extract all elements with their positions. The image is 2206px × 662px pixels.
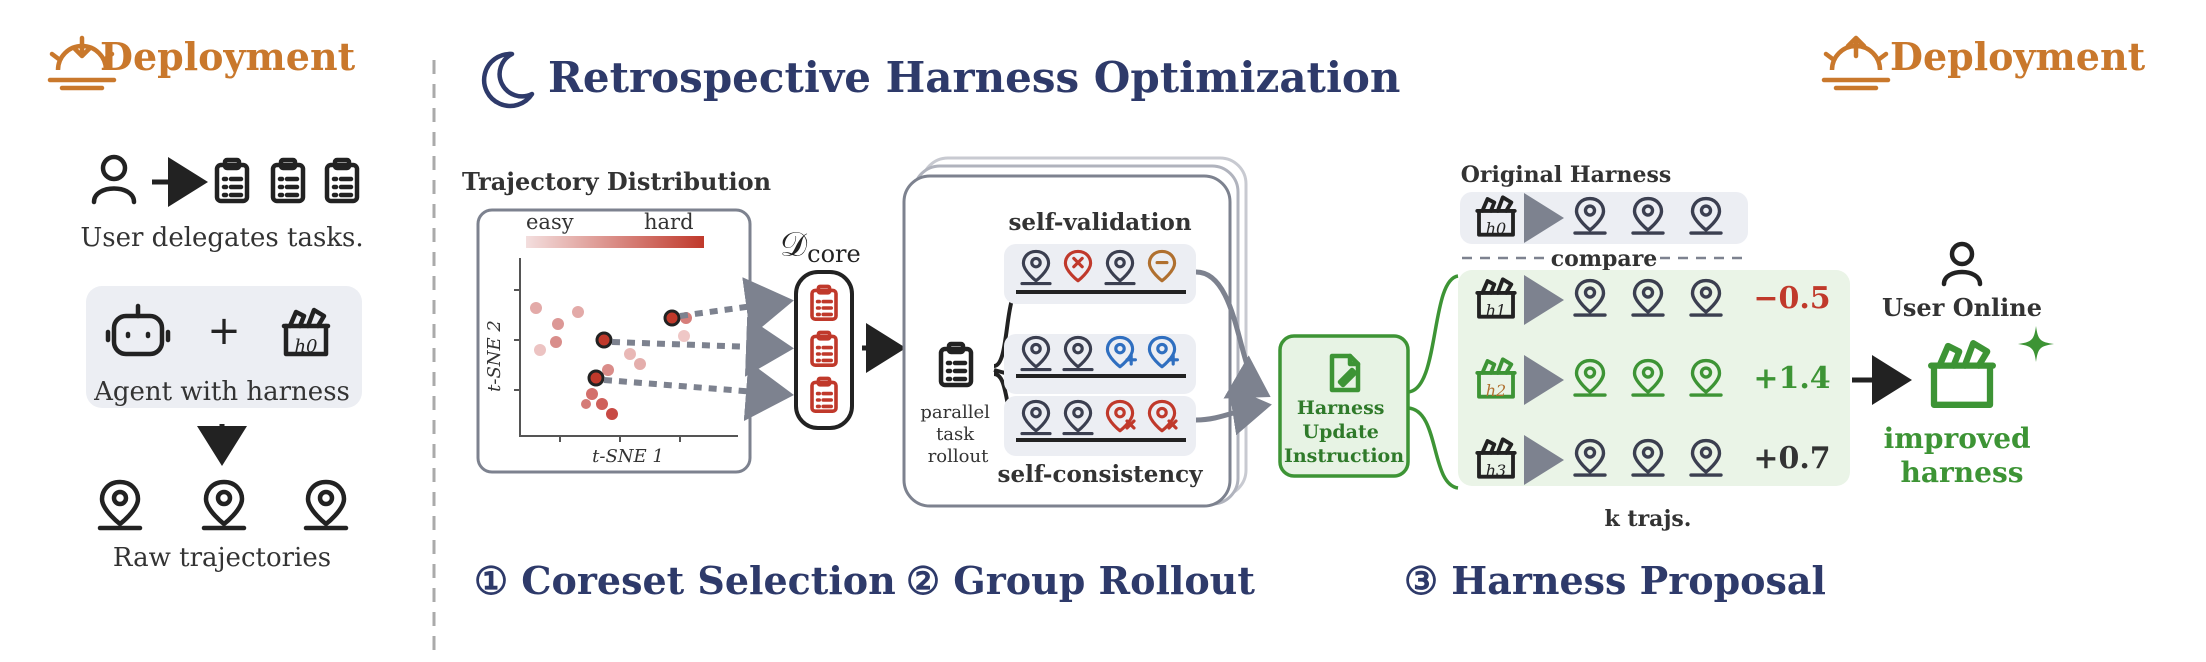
pin-fail-icon <box>1063 249 1093 283</box>
self-validation-label: self-validation <box>1008 209 1191 236</box>
harness-h3-label: h3 <box>1486 461 1506 480</box>
point-hard <box>606 408 618 420</box>
update-instruction-label: Harness Update Instruction <box>1284 397 1404 467</box>
harness-label: h0 <box>294 336 317 357</box>
document-edit-icon <box>1329 353 1361 393</box>
user-online-label: User Online <box>1882 293 2042 322</box>
coreset-point <box>587 369 605 387</box>
dcore-label: 𝒟core <box>780 225 861 268</box>
deployment-right-title: Deployment <box>1890 34 2146 79</box>
scatter-points <box>530 302 692 420</box>
coreset-point <box>595 331 613 349</box>
update-instruction-box <box>1278 334 1410 478</box>
deployment-left-title: Deployment <box>100 34 356 79</box>
point-easy <box>678 330 690 342</box>
parallel-label: parallel task rollout <box>920 402 995 467</box>
user-online-icon <box>1941 241 1983 287</box>
pin-cross-icon <box>1147 399 1178 433</box>
robot-icon <box>105 303 171 357</box>
agent-caption: Agent with harness <box>93 377 350 407</box>
improved-harness-icon <box>1931 343 1993 405</box>
trajectory-pin-icon <box>100 482 140 528</box>
point-easy <box>572 306 584 318</box>
consistency-to-update-arrow <box>1195 385 1272 436</box>
validation-group-bg <box>1004 244 1196 304</box>
pin-plus-icon <box>1105 335 1137 369</box>
task-clipboard-icon <box>327 160 357 201</box>
point-easy <box>552 318 564 330</box>
pin-cross-icon <box>1105 399 1136 433</box>
point-easy <box>530 302 542 314</box>
score-h1: −0.5 <box>1753 281 1830 316</box>
validation-to-update-arrow <box>1195 269 1271 399</box>
self-consistency-label: self-consistency <box>998 461 1204 488</box>
candidate-brace <box>1407 274 1459 490</box>
pin-plus-icon <box>1147 335 1179 369</box>
point-mid <box>596 398 608 410</box>
coreset-step-label: ① Coreset Selection <box>474 558 896 603</box>
axis-ticks <box>514 289 681 442</box>
trajectories-caption: Raw trajectories <box>113 543 331 573</box>
point-mid <box>581 399 591 409</box>
point-mid <box>586 388 598 400</box>
moon-icon <box>481 51 535 109</box>
task-clipboard-icon <box>273 160 303 201</box>
sunrise-icon <box>47 35 117 91</box>
rollout-step-label: ② Group Rollout <box>906 558 1255 603</box>
point-easy <box>634 358 646 370</box>
x-axis-label: t-SNE 1 <box>592 446 664 467</box>
plot-axes <box>519 258 738 437</box>
sparkle-icon <box>2018 326 2054 362</box>
trajectory-distribution-title: Trajectory Distribution <box>462 167 771 196</box>
pin-minus-icon <box>1147 249 1177 283</box>
proposal-step-label: ③ Harness Proposal <box>1404 558 1826 603</box>
point-easy <box>624 348 636 360</box>
sunrise-icon <box>1821 35 1891 91</box>
k-trajs-label: k trajs. <box>1605 506 1692 532</box>
difficulty-gradient-bar <box>526 236 704 248</box>
coreset-point <box>663 309 681 327</box>
retro-title: Retrospective Harness Optimization <box>548 53 1400 102</box>
harness-h1-label: h1 <box>1486 301 1506 320</box>
legend-hard: hard <box>644 210 694 234</box>
trajectory-pin-icon <box>306 482 346 528</box>
improved-harness-label: improved harness <box>1884 422 2041 489</box>
task-clipboard-icon <box>217 160 247 201</box>
harness-h2-label: h2 <box>1486 381 1506 400</box>
trajectory-pin-icon <box>204 482 244 528</box>
user-caption: User delegates tasks. <box>80 223 363 253</box>
legend-easy: easy <box>526 210 574 234</box>
compare-label: compare <box>1551 246 1658 272</box>
score-h3: +0.7 <box>1753 441 1830 476</box>
plus-sign: + <box>207 308 241 354</box>
score-h2: +1.4 <box>1753 361 1830 396</box>
y-axis-label: t-SNE 2 <box>484 320 505 392</box>
original-harness-label: Original Harness <box>1461 162 1672 188</box>
user-icon <box>91 154 137 205</box>
point-mid <box>602 364 614 376</box>
point-easy <box>550 336 562 348</box>
point-easy <box>534 344 546 356</box>
dcore-box <box>794 270 854 430</box>
coreset-arrows <box>603 277 794 422</box>
harness-h0-label: h0 <box>1486 219 1506 238</box>
